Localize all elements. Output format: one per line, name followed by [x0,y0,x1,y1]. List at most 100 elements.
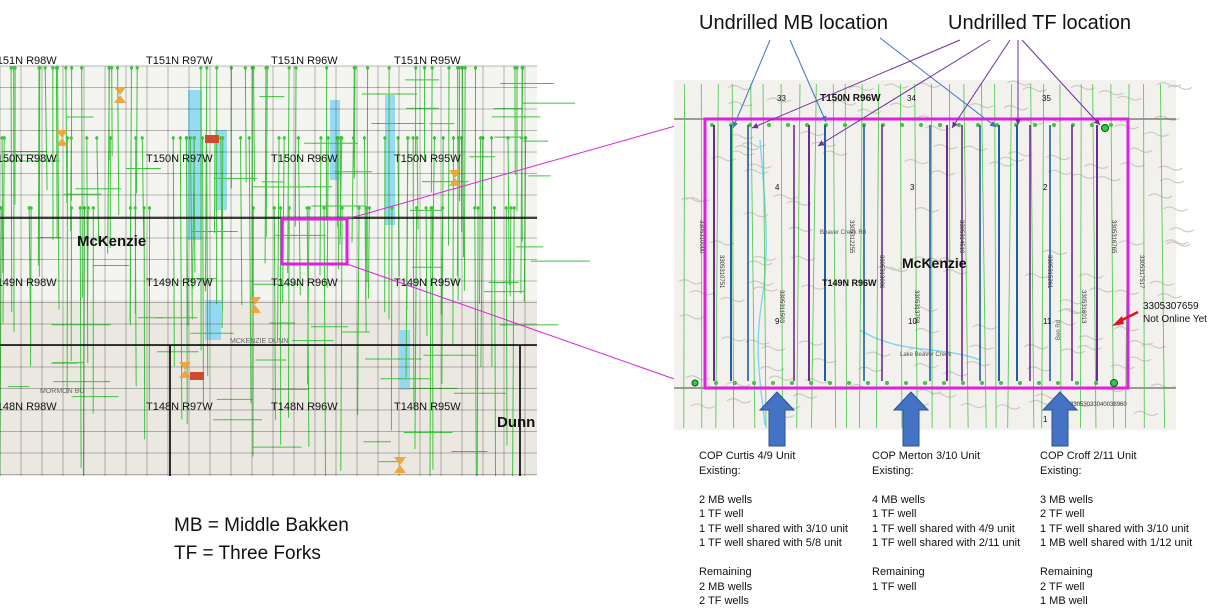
overview-well-marker [129,66,134,70]
overview-well-marker [287,66,291,70]
terrain-contour [726,398,752,404]
overview-well-marker [128,206,133,210]
overview-well-line [204,65,208,292]
terrain-contour [759,366,785,372]
section-number: 9 [775,317,780,326]
overview-well-marker [387,66,391,70]
township-label: T151N R96W [271,55,338,67]
township-label: T151N R97W [146,55,213,67]
township-label: T148N R98W [0,401,57,413]
overview-well-line [505,205,508,446]
terrain-contour [913,306,938,312]
unit-remaining-item: 1 MB well [1040,595,1088,607]
terrain-contour [766,97,792,103]
existing-well-line [963,83,969,429]
terrain-contour [1118,240,1144,246]
terrain-contour [678,279,703,285]
overview-well-marker [441,206,445,210]
well-surface-marker [748,123,752,127]
overview-well-marker [415,136,419,140]
terrain-contour [1149,280,1175,286]
overview-well-marker [476,206,480,210]
township-label: T149N R95W [394,277,461,289]
terrain-contour [1163,206,1188,212]
overview-well-marker [406,136,410,140]
terrain-contour [798,340,824,346]
overview-boundary-label: MCKENZIE DUNN [230,338,288,345]
overview-well-line [244,65,247,183]
overview-well-marker [282,136,286,140]
well-surface-marker [733,381,737,385]
water-body [400,330,410,390]
overview-well-marker [357,206,361,210]
section-number: 11 [1043,317,1052,326]
overview-well-line [416,135,419,230]
overview-well-marker [326,136,330,140]
unit-existing-item: 1 MB well shared with 1/12 unit [1040,537,1193,549]
terrain-contour [1042,249,1068,255]
facility-marker [179,362,191,378]
overview-well-line [193,135,196,273]
water-body [330,100,340,180]
overview-well-line [474,205,477,477]
overview-well-marker [171,136,175,140]
overview-highlight-box [280,217,349,266]
callout-arrow-tf [817,39,991,147]
spacer [872,478,1042,493]
terrain-contour [962,145,988,151]
detail-township-top: T150N R96W [820,93,881,104]
overview-well-marker [12,66,16,70]
terrain-contour [1070,84,1096,91]
well-surface-marker [1037,381,1041,385]
well-note-status: Not Online Yet [1143,314,1207,325]
well-surface-marker [828,381,832,385]
overview-well-marker [294,66,298,70]
facility-marker [190,372,204,380]
existing-well-line [780,83,783,429]
well-surface-marker [1094,381,1098,385]
overview-well-line [414,205,418,450]
unit-existing-label: Existing: [699,464,741,477]
overview-well-marker [27,206,31,210]
overview-well-marker [272,206,276,210]
terrain-contour [748,280,774,286]
overview-well-marker [478,136,483,140]
well-surface-marker [957,123,961,127]
callout-arrow-tf [751,39,961,129]
existing-well-line [875,83,880,429]
overview-well-line [425,205,428,337]
unit-name: COP Croff 2/11 Unit [1040,450,1137,462]
existing-well-line [715,83,719,429]
unit-boundary-box [703,117,1130,390]
township-label: T148N R95W [394,401,461,413]
note-arrow-head [1112,316,1124,326]
overview-well-marker [135,66,139,70]
terrain-contour [1127,356,1152,362]
well-surface-marker [923,381,927,385]
overview-well-marker [199,66,203,70]
terrain-contour [965,361,991,367]
callout-mb-label: Undrilled MB location [699,12,888,34]
detail-township-center: T149N R96W [822,278,877,288]
facility-marker [56,130,68,146]
overview-well-marker [205,66,209,70]
terrain-contour [811,358,837,364]
overview-well-marker [414,206,419,210]
well-surface-marker [847,381,851,385]
spacer [699,478,869,493]
unit-existing-item: 2 MB wells [699,493,753,506]
well-api-label: 3305317517 [1138,255,1144,289]
well-surface-marker [1033,123,1037,127]
well-api-label: 3305312255 [848,220,854,254]
terrain-contour [1006,80,1032,86]
overview-well-marker [278,206,283,210]
facility-marker [114,87,126,103]
overview-well-line [1,135,4,274]
existing-well-line [930,83,933,429]
well-surface-marker [771,381,775,385]
overview-well-marker [188,136,192,140]
overview-well-line [430,65,433,193]
terrain-contour [726,381,751,387]
